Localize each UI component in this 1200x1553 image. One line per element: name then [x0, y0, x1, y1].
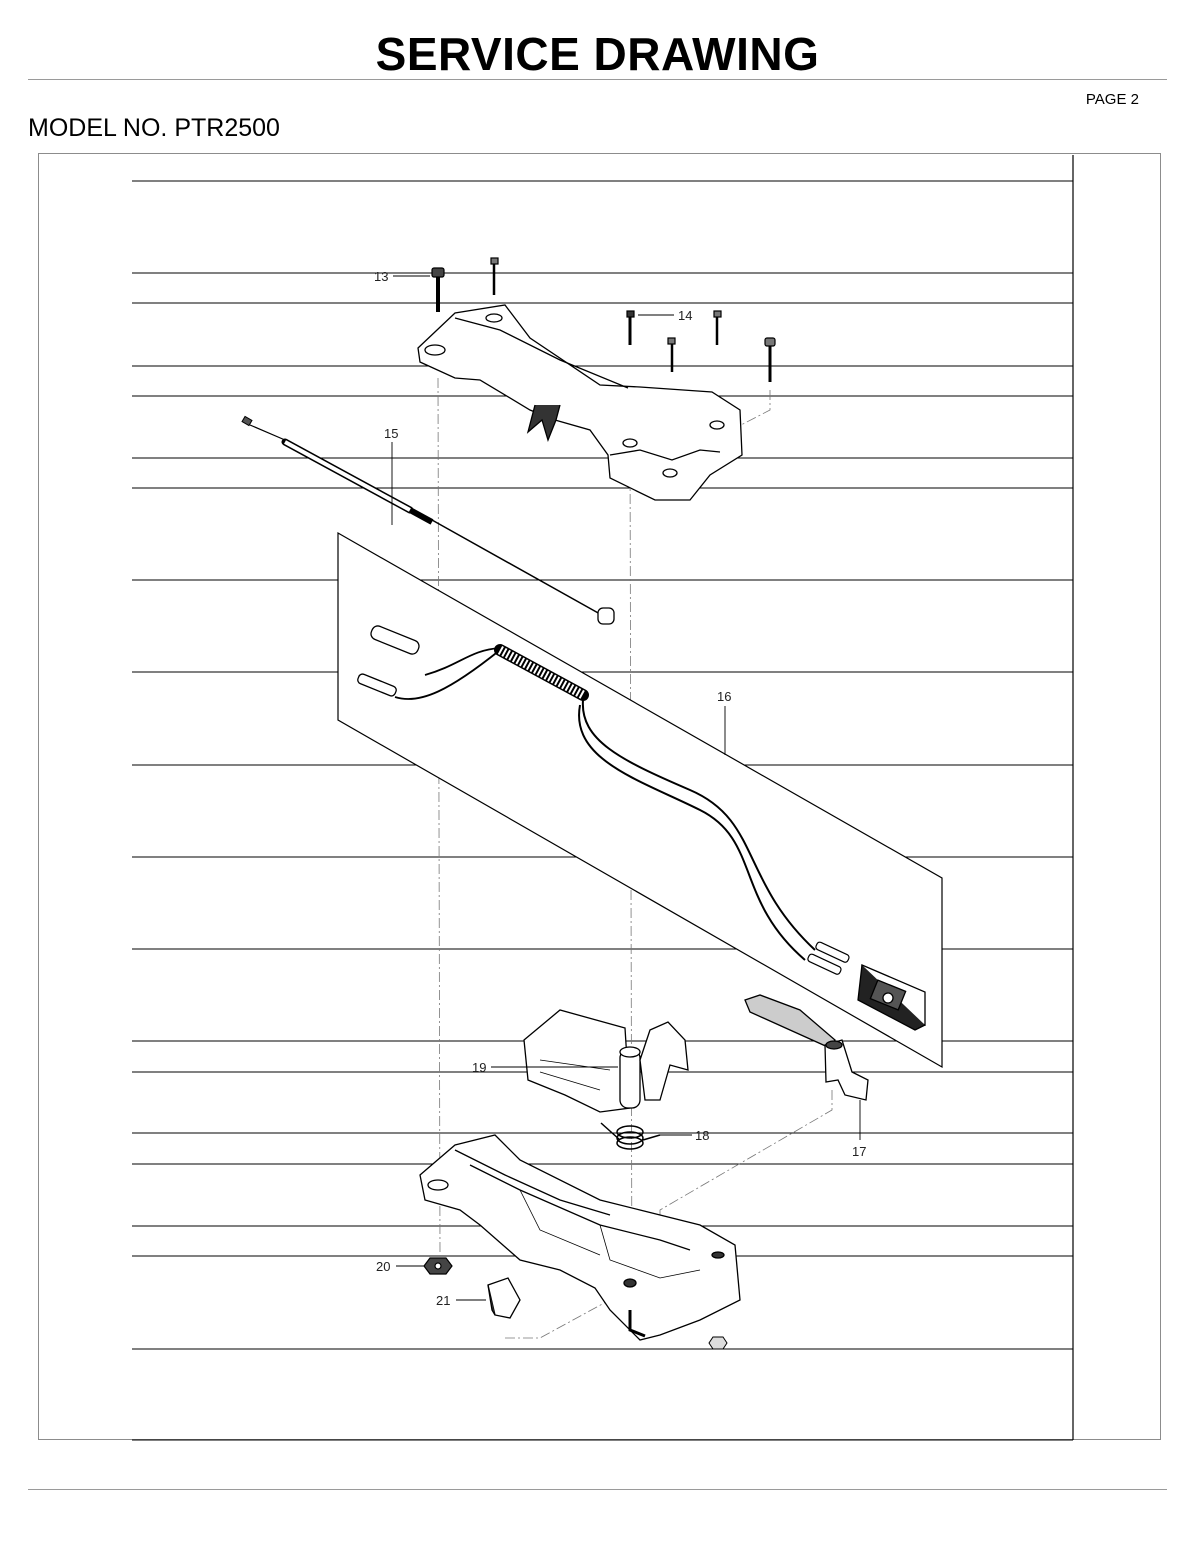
screw-13 [431, 267, 445, 312]
model-number: MODEL NO. PTR2500 [28, 114, 280, 142]
return-spring [600, 1122, 661, 1150]
page-number: PAGE 2 [1085, 91, 1139, 108]
screw-top [490, 257, 499, 295]
screw-c [764, 337, 776, 382]
callouts [391, 275, 861, 1301]
callout-17: 17 [852, 1144, 866, 1159]
callout-13: 13 [374, 269, 388, 284]
callout-19: 19 [472, 1060, 486, 1075]
header-divider [28, 79, 1167, 80]
screw-14 [626, 310, 635, 345]
callout-labels: 13 14 15 16 17 18 19 20 21 [374, 269, 866, 1308]
callout-20: 20 [376, 1259, 390, 1274]
table-rules [132, 180, 1073, 1441]
hex-nut-20 [423, 1257, 453, 1275]
screws [431, 257, 776, 382]
screw-b [713, 310, 722, 345]
screw-a [667, 337, 676, 372]
lockout-lever [744, 994, 869, 1101]
page-title: SERVICE DRAWING [375, 28, 820, 80]
harness-panel [337, 531, 943, 1069]
callout-21: 21 [436, 1293, 450, 1308]
upper-handle-housing [417, 304, 743, 501]
callout-18: 18 [695, 1128, 709, 1143]
callout-15: 15 [384, 426, 398, 441]
footer-divider [28, 1489, 1167, 1490]
wiring-harness [357, 625, 850, 975]
callout-14: 14 [678, 308, 692, 323]
trigger-knob-21 [487, 1277, 521, 1319]
lower-handle-housing [419, 1134, 741, 1341]
ignition-switch [857, 964, 926, 1031]
hex-nut-bottom [708, 1336, 728, 1350]
throttle-cable [241, 415, 615, 625]
throttle-trigger [523, 1009, 689, 1113]
callout-16: 16 [717, 689, 731, 704]
